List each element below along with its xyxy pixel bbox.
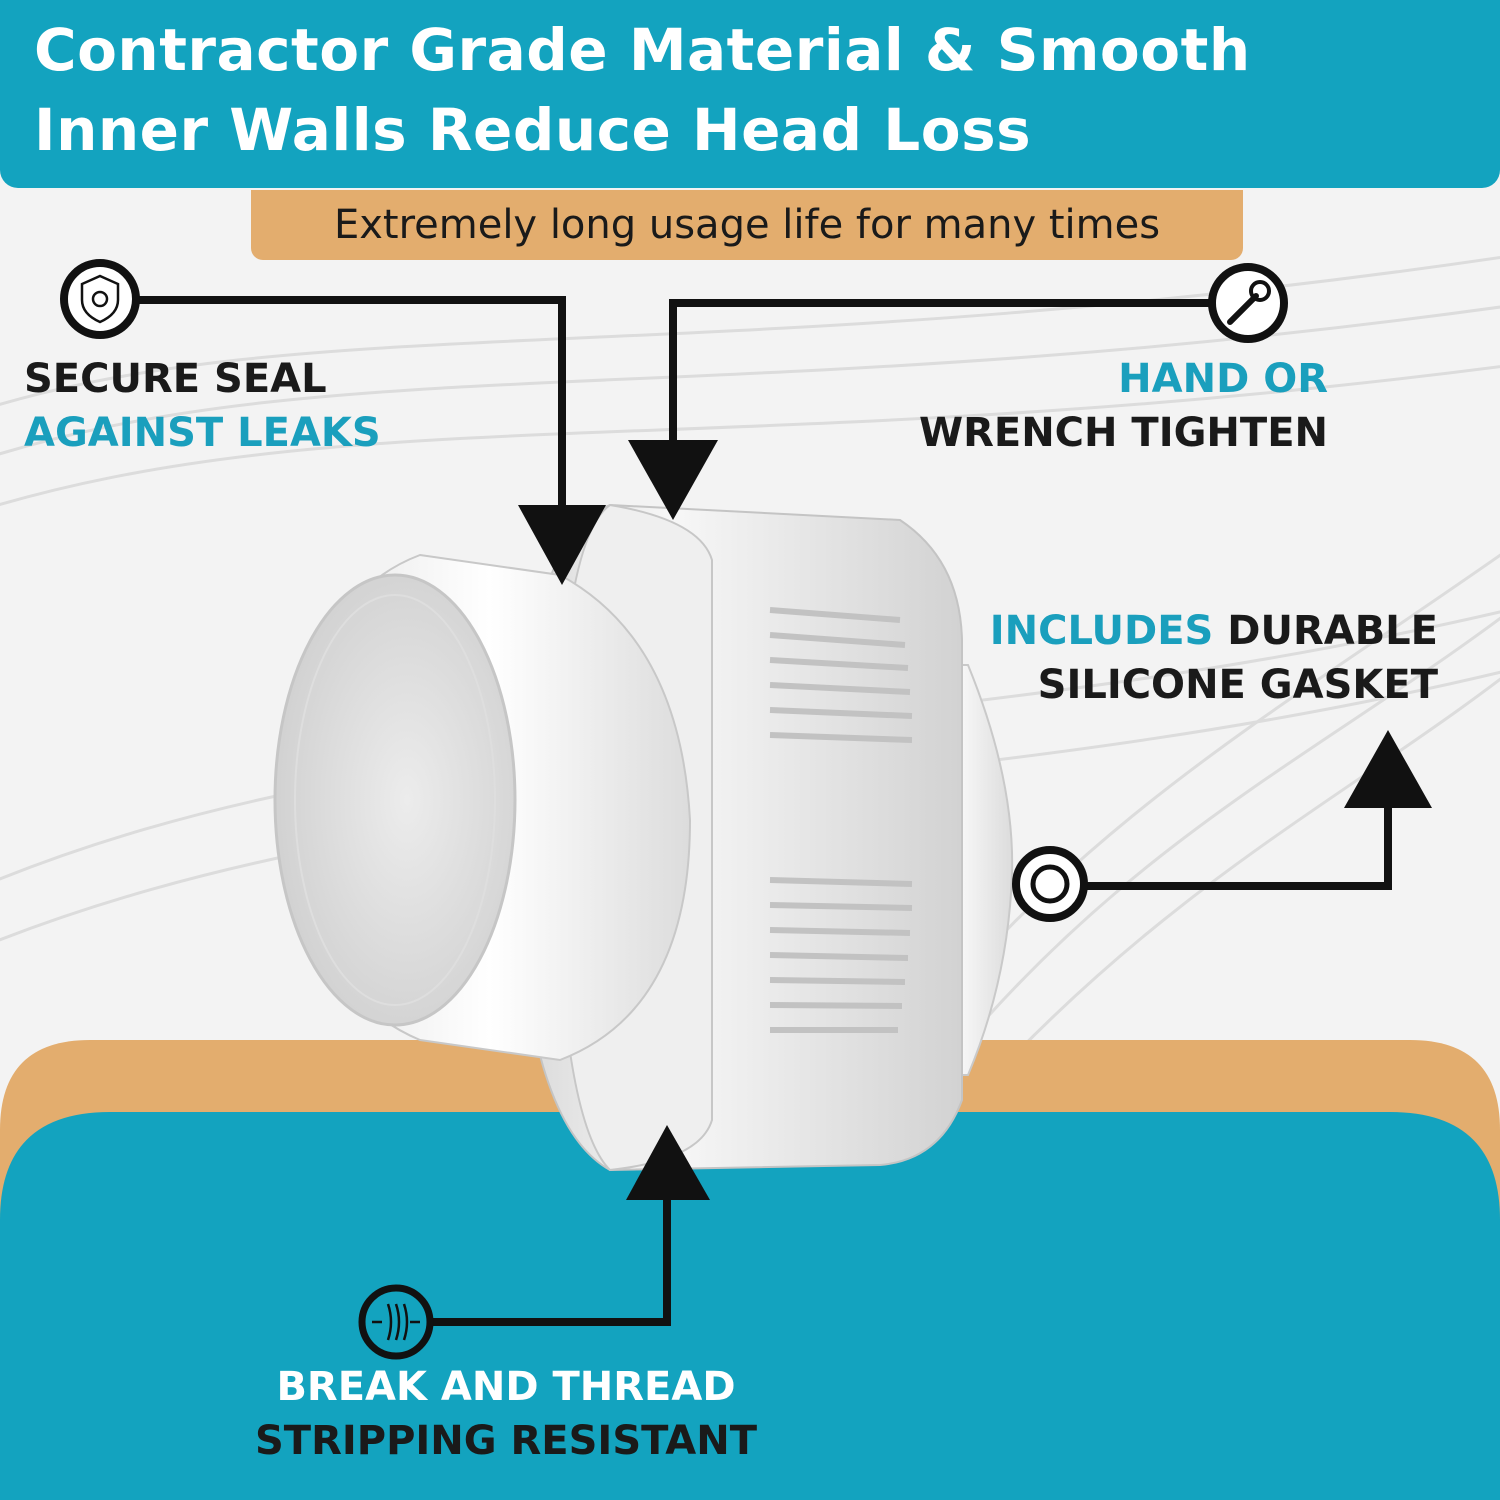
subtitle-text: Extremely long usage life for many times <box>333 202 1161 248</box>
hand-tighten-line-2: WRENCH TIGHTEN <box>918 410 1328 456</box>
socket-bore <box>273 573 517 1027</box>
gasket-ring-icon <box>1012 846 1088 922</box>
callout-hand-tighten: HAND OR WRENCH TIGHTEN <box>919 352 1328 460</box>
subtitle-banner: Extremely long usage life for many times <box>251 190 1243 260</box>
shield-gear-icon <box>60 259 140 339</box>
callout-secure-seal: SECURE SEAL AGAINST LEAKS <box>24 352 381 460</box>
secure-seal-line-1: SECURE SEAL <box>24 356 327 402</box>
page-title: Contractor Grade Material & Smooth Inner… <box>34 10 1474 170</box>
resistant-line-1: BREAK AND THREAD <box>276 1364 736 1410</box>
secure-seal-line-2: AGAINST LEAKS <box>24 410 381 456</box>
pressure-resistance-icon <box>358 1284 434 1360</box>
bottom-teal-panel <box>0 1112 1500 1500</box>
wrench-icon <box>1208 263 1288 343</box>
arrow-head-secure-seal <box>518 505 606 585</box>
arrow-head-hand-tighten <box>628 440 718 520</box>
gasket-line-1-rest: DURABLE <box>1213 608 1438 654</box>
arrow-line-hand-tighten <box>669 299 1212 470</box>
gasket-line-2: SILICONE GASKET <box>1037 662 1438 708</box>
callout-gasket: INCLUDES DURABLE SILICONE GASKET <box>990 604 1438 712</box>
callout-resistant: BREAK AND THREAD STRIPPING RESISTANT <box>236 1360 776 1468</box>
arrow-head-resistant <box>626 1125 710 1200</box>
arrow-line-resistant <box>432 1185 671 1326</box>
arrow-line-gasket <box>1084 790 1392 890</box>
arrow-head-gasket <box>1344 730 1432 808</box>
hand-tighten-line-1: HAND OR <box>1118 356 1328 402</box>
title-line-1: Contractor Grade Material & Smooth <box>34 16 1251 84</box>
gasket-highlight: INCLUDES <box>989 608 1214 654</box>
title-line-2: Inner Walls Reduce Head Loss <box>34 96 1032 164</box>
arrow-line-secure-seal <box>138 296 566 545</box>
resistant-line-2: STRIPPING RESISTANT <box>254 1418 758 1464</box>
header-banner: Contractor Grade Material & Smooth Inner… <box>0 0 1500 188</box>
